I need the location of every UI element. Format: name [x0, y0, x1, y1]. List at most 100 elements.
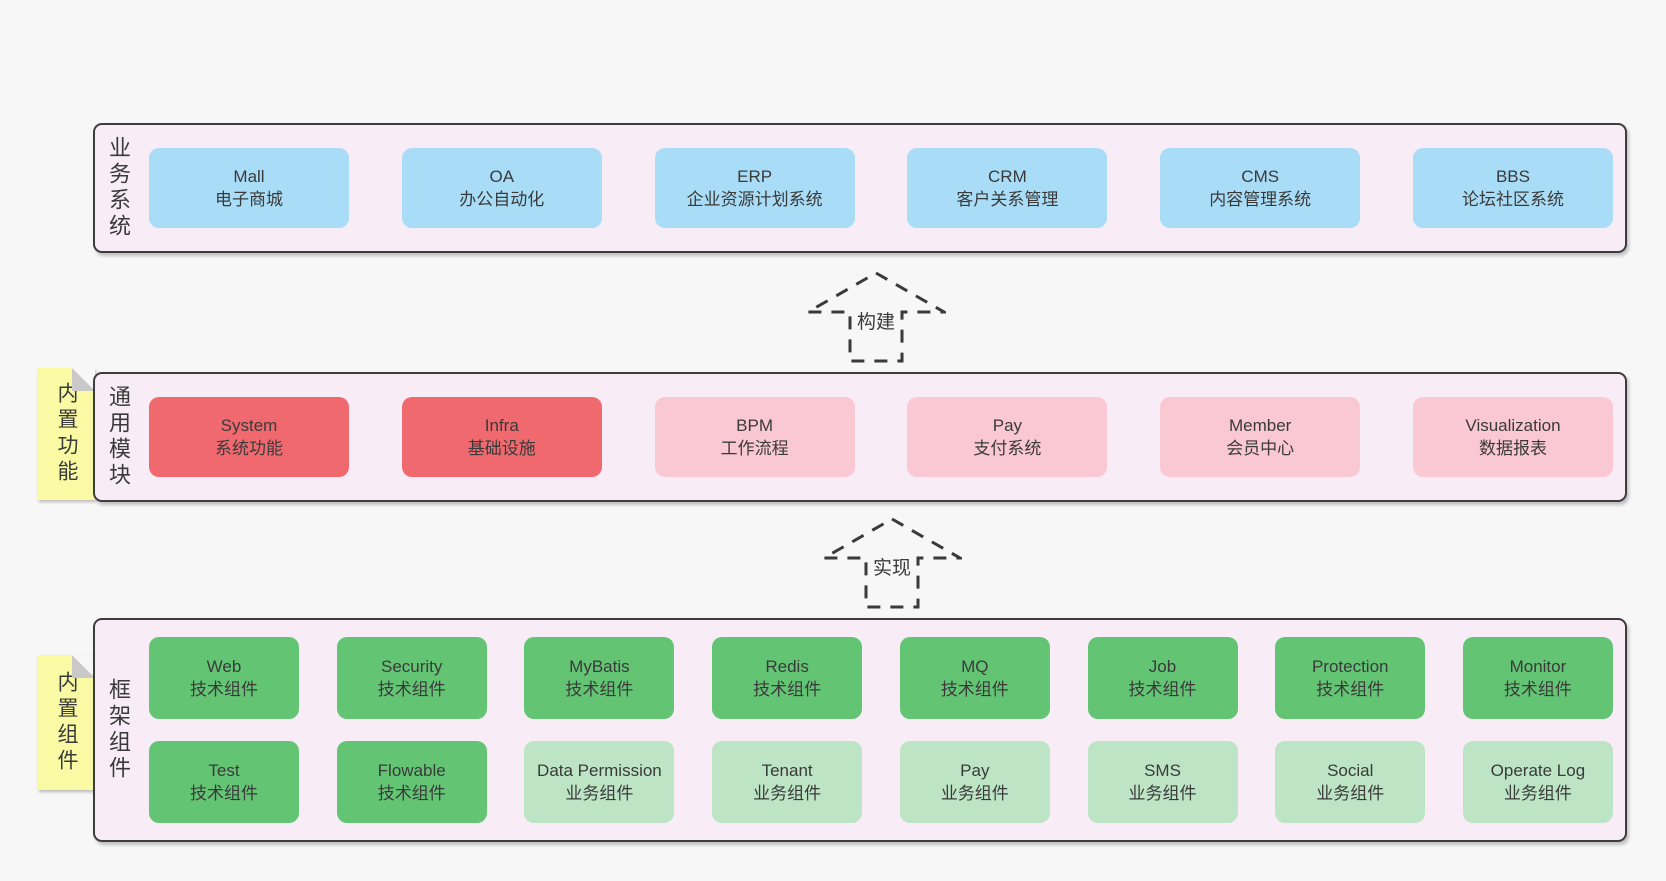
arrow-build: 构建: [806, 270, 946, 364]
box-erp: ERP 企业资源计划系统: [654, 148, 855, 228]
box-security-name: Security: [380, 656, 443, 676]
box-infra: Infra 基础设施: [401, 397, 602, 477]
framework-components-rows: Web 技术组件 Security 技术组件 MyBatis 技术组件 Redi…: [137, 637, 1625, 823]
box-operate-log-name: Operate Log: [1490, 760, 1586, 780]
box-security-desc: 技术组件: [377, 680, 446, 699]
box-mq-name: MQ: [961, 656, 989, 676]
box-visualization-desc: 数据报表: [1478, 439, 1547, 458]
box-data-permission-name: Data Permission: [537, 760, 662, 780]
framework-components-row-2: Test 技术组件 Flowable 技术组件 Data Permission …: [137, 741, 1625, 823]
box-member-name: Member: [1229, 415, 1292, 435]
common-modules-row: System 系统功能 Infra 基础设施 BPM 工作流程 Pay 支付系统…: [137, 397, 1625, 477]
box-social: Social 业务组件: [1275, 741, 1426, 823]
up-arrow-dashed-icon: [822, 517, 962, 609]
box-protection-name: Protection: [1311, 656, 1389, 676]
framework-components-label: 框架组件: [106, 678, 131, 782]
sticky-built-in-features-label: 内置功能: [55, 382, 78, 486]
box-system-name: System: [220, 415, 278, 435]
box-test: Test 技术组件: [149, 741, 299, 823]
box-job-name: Job: [1148, 656, 1177, 676]
box-infra-desc: 基础设施: [467, 439, 536, 458]
box-test-name: Test: [208, 760, 240, 780]
box-mq: MQ 技术组件: [899, 637, 1050, 719]
box-crm-desc: 客户关系管理: [956, 190, 1059, 209]
box-flowable-name: Flowable: [377, 760, 446, 780]
box-cms-name: CMS: [1241, 166, 1280, 186]
box-flowable: Flowable 技术组件: [336, 741, 487, 823]
box-mall-name: Mall: [233, 166, 265, 186]
sticky-built-in-components-label: 内置组件: [55, 670, 78, 775]
box-bpm: BPM 工作流程: [654, 397, 855, 477]
box-pay-component-desc: 业务组件: [940, 784, 1009, 803]
box-sms: SMS 业务组件: [1087, 741, 1238, 823]
box-sms-desc: 业务组件: [1128, 784, 1197, 803]
box-redis: Redis 技术组件: [712, 637, 863, 719]
box-oa-name: OA: [489, 166, 515, 186]
box-operate-log: Operate Log 业务组件: [1462, 741, 1613, 823]
box-monitor-name: Monitor: [1509, 656, 1567, 676]
box-mybatis-desc: 技术组件: [565, 680, 634, 699]
box-cms-desc: 内容管理系统: [1209, 190, 1312, 209]
up-arrow-dashed-icon: [806, 271, 946, 363]
box-erp-name: ERP: [737, 166, 773, 186]
box-tenant-desc: 业务组件: [753, 784, 822, 803]
box-monitor-desc: 技术组件: [1503, 680, 1572, 699]
sticky-built-in-features: 内置功能: [38, 368, 95, 500]
box-bpm-name: BPM: [736, 415, 774, 435]
business-systems-row: Mall 电子商城 OA 办公自动化 ERP 企业资源计划系统 CRM 客户关系…: [137, 148, 1625, 228]
box-data-permission-desc: 业务组件: [565, 784, 634, 803]
box-member: Member 会员中心: [1160, 397, 1361, 477]
box-redis-desc: 技术组件: [753, 680, 822, 699]
box-bbs: BBS 论坛社区系统: [1412, 148, 1613, 228]
box-tenant: Tenant 业务组件: [712, 741, 863, 823]
box-crm: CRM 客户关系管理: [907, 148, 1108, 228]
arrow-build-label: 构建: [852, 307, 900, 334]
framework-components-row-1: Web 技术组件 Security 技术组件 MyBatis 技术组件 Redi…: [137, 637, 1625, 719]
box-tenant-name: Tenant: [761, 760, 813, 780]
box-oa-desc: 办公自动化: [459, 190, 545, 209]
box-system-desc: 系统功能: [215, 439, 283, 458]
common-modules-label: 通用模块: [106, 385, 131, 489]
box-social-name: Social: [1327, 760, 1374, 780]
box-visualization-name: Visualization: [1465, 415, 1561, 435]
box-job: Job 技术组件: [1087, 637, 1238, 719]
panel-framework-components: 框架组件 Web 技术组件 Security 技术组件 MyBatis 技术组件…: [93, 618, 1627, 842]
box-social-desc: 业务组件: [1316, 784, 1385, 803]
box-mall: Mall 电子商城: [149, 148, 349, 228]
box-pay-component: Pay 业务组件: [899, 741, 1050, 823]
box-erp-desc: 企业资源计划系统: [686, 190, 823, 209]
box-cms: CMS 内容管理系统: [1160, 148, 1361, 228]
box-pay-component-name: Pay: [960, 760, 990, 780]
box-crm-name: CRM: [988, 166, 1027, 186]
box-web-desc: 技术组件: [190, 680, 258, 699]
box-operate-log-desc: 业务组件: [1503, 784, 1572, 803]
box-member-desc: 会员中心: [1226, 439, 1295, 458]
arrow-implement-label: 实现: [868, 553, 916, 580]
box-redis-name: Redis: [765, 656, 809, 676]
box-protection-desc: 技术组件: [1316, 680, 1385, 699]
box-web-name: Web: [206, 656, 242, 676]
box-pay-module-name: Pay: [992, 415, 1023, 435]
box-sms-name: SMS: [1144, 760, 1181, 780]
panel-business-systems: 业务系统 Mall 电子商城 OA 办公自动化 ERP 企业资源计划系统 CRM…: [93, 123, 1627, 253]
box-oa: OA 办公自动化: [401, 148, 602, 228]
box-job-desc: 技术组件: [1128, 680, 1197, 699]
box-pay-module: Pay 支付系统: [907, 397, 1108, 477]
business-systems-label: 业务系统: [106, 136, 131, 240]
box-bpm-desc: 工作流程: [720, 439, 789, 458]
box-web: Web 技术组件: [149, 637, 299, 719]
box-pay-module-desc: 支付系统: [973, 439, 1042, 458]
box-infra-name: Infra: [484, 415, 519, 435]
box-bbs-name: BBS: [1495, 166, 1530, 186]
box-monitor: Monitor 技术组件: [1462, 637, 1613, 719]
box-test-desc: 技术组件: [190, 784, 258, 803]
box-security: Security 技术组件: [336, 637, 487, 719]
box-mybatis-name: MyBatis: [569, 656, 630, 676]
box-protection: Protection 技术组件: [1275, 637, 1426, 719]
box-visualization: Visualization 数据报表: [1412, 397, 1613, 477]
box-data-permission: Data Permission 业务组件: [524, 741, 675, 823]
box-flowable-desc: 技术组件: [377, 784, 446, 803]
box-mybatis: MyBatis 技术组件: [524, 637, 675, 719]
box-system: System 系统功能: [149, 397, 349, 477]
box-bbs-desc: 论坛社区系统: [1461, 190, 1564, 209]
